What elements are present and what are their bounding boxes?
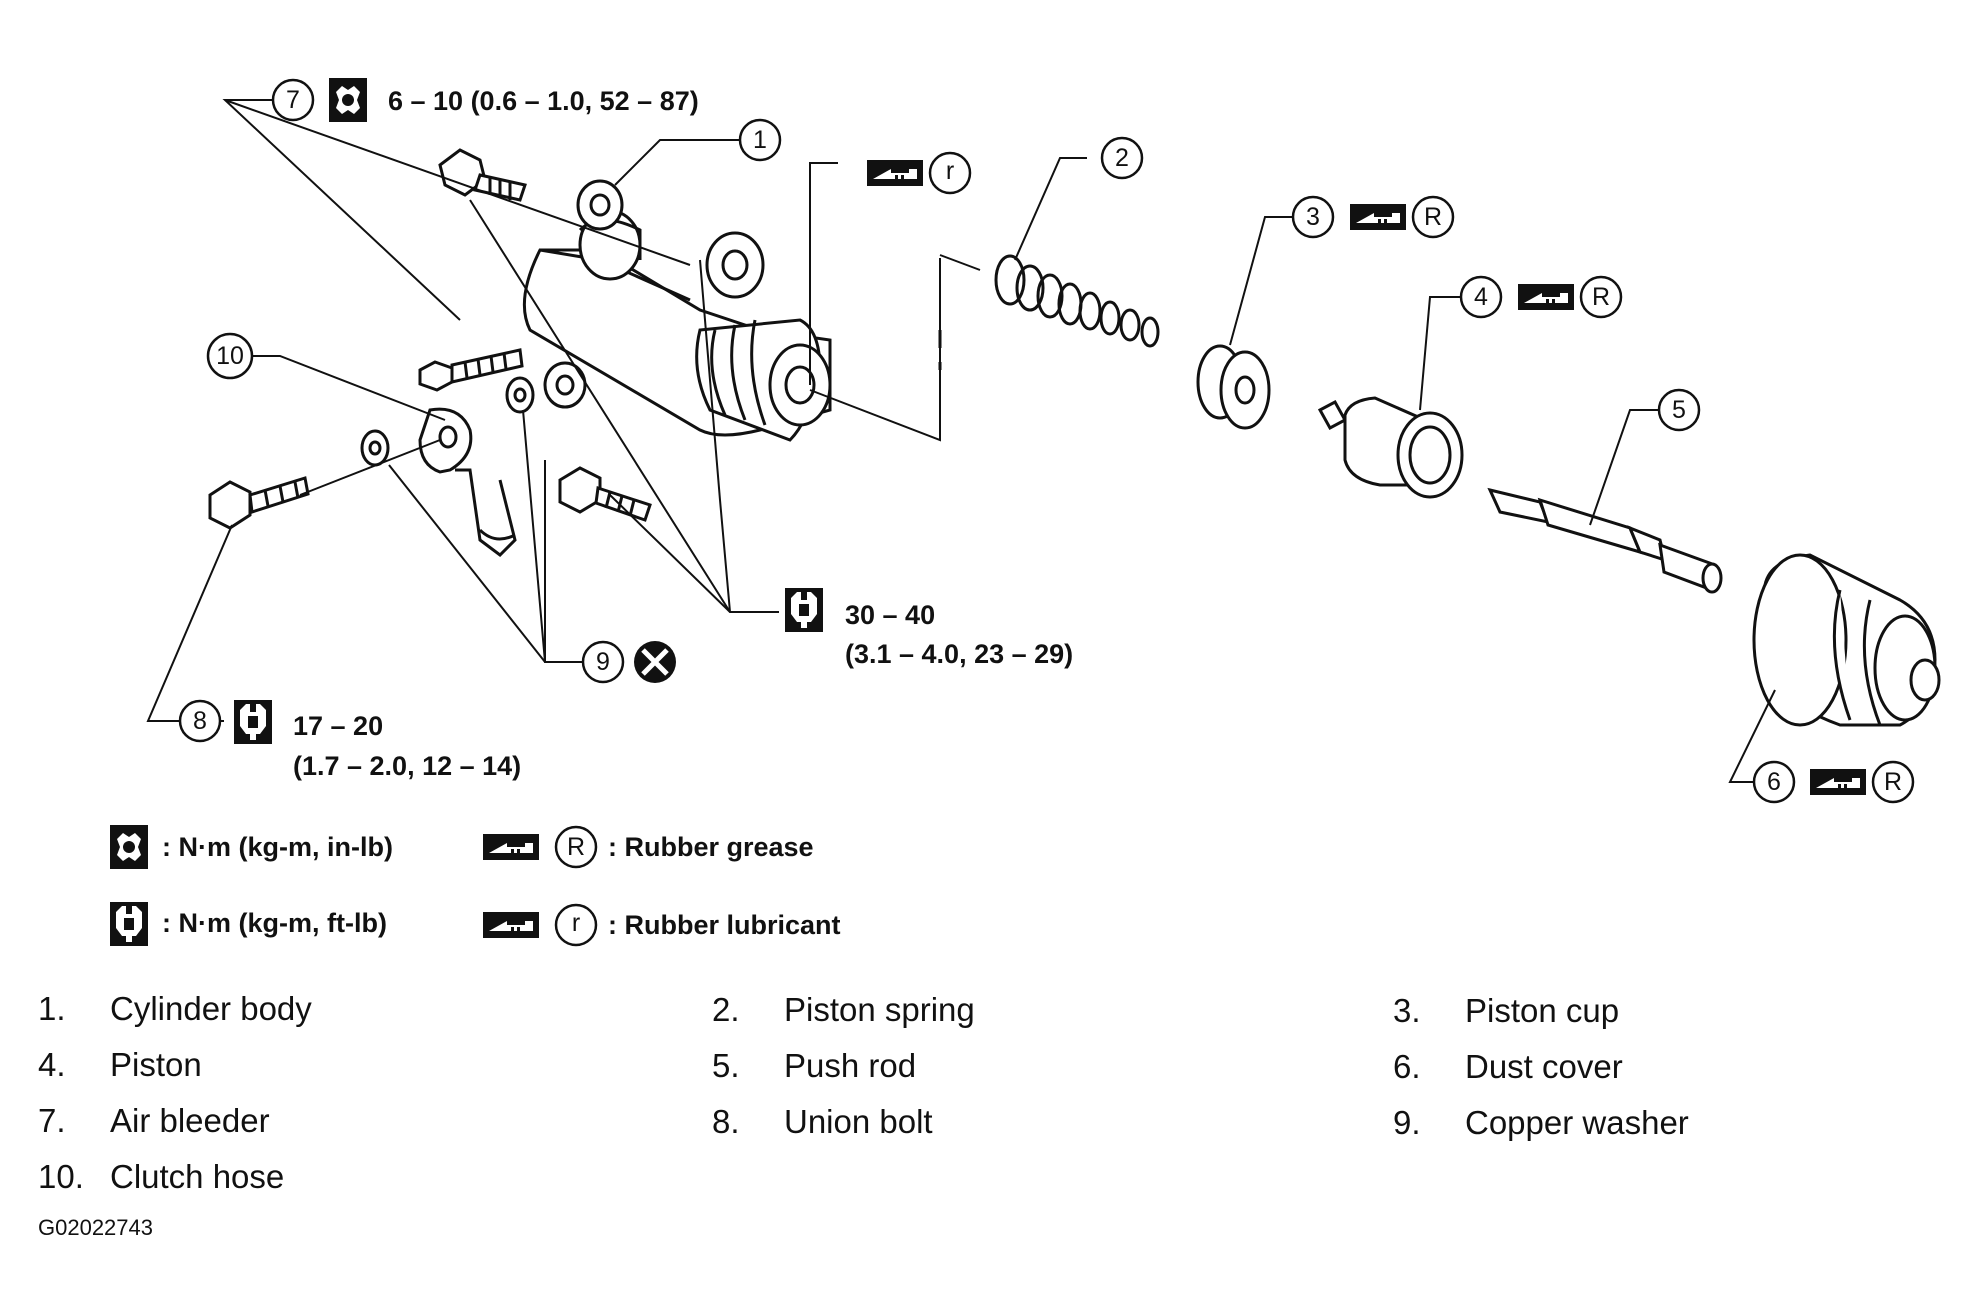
- torque-ftlb-icon: [785, 588, 823, 632]
- legend-torque-inlb: : N·m (kg-m, in-lb): [110, 825, 393, 869]
- cylinder-body: [522, 179, 832, 442]
- dust-cover-part: [1752, 553, 1941, 727]
- callout-3: 3: [1291, 195, 1335, 239]
- svg-text:10: 10: [216, 342, 244, 370]
- figure-code: G02022743: [38, 1215, 153, 1240]
- svg-text:7: 7: [286, 86, 300, 114]
- svg-text:R: R: [1592, 283, 1610, 311]
- legend-torque-ftlb: : N·m (kg-m, ft-lb): [110, 902, 387, 946]
- bolt-torque-detail: (3.1 – 4.0, 23 – 29): [845, 639, 1073, 669]
- svg-text:R: R: [1884, 768, 1902, 796]
- air-bleeder-part: [418, 348, 524, 392]
- svg-text:r: r: [946, 157, 954, 185]
- svg-text:2: 2: [1115, 144, 1129, 172]
- callout-10: 10: [206, 332, 254, 380]
- torque-ftlb-icon: [234, 700, 272, 744]
- parts-list: 1.Cylinder body 2.Piston spring 3.Piston…: [38, 990, 1689, 1195]
- mounting-bolt-lower: [558, 466, 652, 522]
- legend-rubber-lubricant: r : Rubber lubricant: [483, 903, 841, 947]
- callout-6: 6: [1752, 760, 1796, 804]
- svg-text:1: 1: [753, 126, 767, 154]
- piston-part: [1317, 396, 1464, 499]
- lubricant-symbol-cylinder: r: [867, 151, 972, 195]
- grease-symbol-3: R: [1350, 195, 1455, 239]
- svg-text:: N·m (kg-m, in-lb): : N·m (kg-m, in-lb): [162, 832, 393, 862]
- union-bolt-part: [208, 376, 535, 557]
- svg-text:4: 4: [1474, 283, 1488, 311]
- grease-symbol-4: R: [1518, 275, 1623, 319]
- callout-7: 7: [271, 78, 315, 122]
- piston-cup-part: [1196, 344, 1271, 430]
- piston-spring-part: [994, 254, 1160, 348]
- mounting-bolt-upper: [438, 148, 527, 202]
- svg-text:: N·m (kg-m, ft-lb): : N·m (kg-m, ft-lb): [162, 908, 387, 938]
- grease-symbol-6: R: [1810, 760, 1915, 804]
- legend: : N·m (kg-m, in-lb) : N·m (kg-m, ft-lb) …: [110, 825, 841, 947]
- leader-lines: [146, 99, 1776, 783]
- svg-text:R: R: [567, 833, 585, 861]
- torque-inlb-icon: [329, 78, 367, 122]
- callout-8: 8: [178, 699, 222, 743]
- svg-text:8: 8: [193, 707, 207, 735]
- replace-x-icon: [634, 641, 676, 683]
- legend-rubber-grease: R : Rubber grease: [483, 825, 814, 869]
- svg-text:5: 5: [1672, 396, 1686, 424]
- callout-2: 2: [1100, 136, 1144, 180]
- bolt-torque-value: 30 – 40: [845, 600, 935, 630]
- svg-text:r: r: [572, 909, 580, 937]
- svg-text:: Rubber grease: : Rubber grease: [608, 832, 814, 862]
- svg-text:: Rubber lubricant: : Rubber lubricant: [608, 910, 841, 940]
- callout-9: 9: [581, 640, 625, 684]
- callout-5: 5: [1657, 388, 1701, 432]
- svg-text:R: R: [1424, 203, 1442, 231]
- callout-4: 4: [1459, 275, 1503, 319]
- push-rod-part: [1487, 487, 1723, 594]
- union-bolt-torque-value: 17 – 20: [293, 711, 383, 741]
- callout-1: 1: [738, 118, 782, 162]
- air-bleeder-torque: 6 – 10 (0.6 – 1.0, 52 – 87): [388, 86, 699, 116]
- svg-text:9: 9: [596, 648, 610, 676]
- svg-text:3: 3: [1306, 203, 1320, 231]
- svg-text:6: 6: [1767, 768, 1781, 796]
- union-bolt-torque-detail: (1.7 – 2.0, 12 – 14): [293, 751, 521, 781]
